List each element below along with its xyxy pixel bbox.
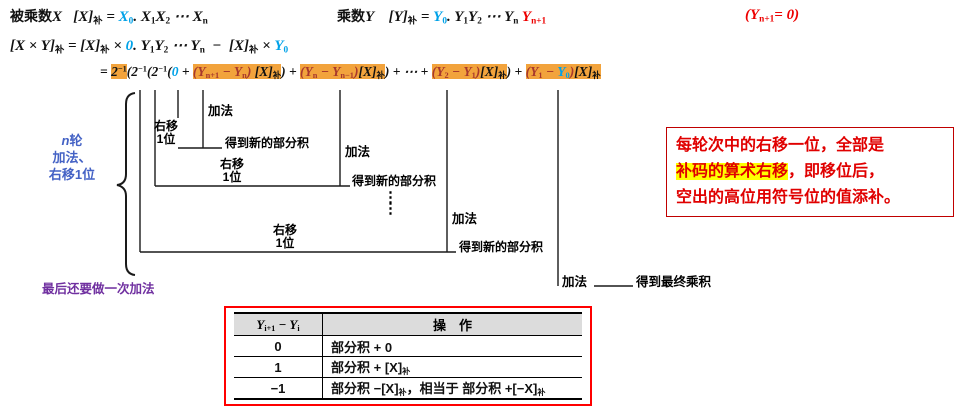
table-header-row: Yi+1 − Yi 操 作 [234,313,582,336]
shift-step-line2: 1位 [275,236,295,250]
shift-step-label-1: 右移 1位 [146,120,186,146]
formula-segment: (Yn+1= 0) [745,7,800,25]
formula-segment: [X]补 = [62,9,119,27]
formula-segment: ) + ⋯ + [384,64,432,79]
add-step-label-1: 加法 [208,104,234,118]
operation-cell: 部分积 −[X]补，相当于 部分积 +[−X]补 [322,377,582,399]
formula-segment: 2−1( [151,64,172,79]
shift-step-line2: 1位 [222,170,242,184]
ellipsis-vertical: ⋮ ⋮ [383,189,398,217]
formula-segment: 2−1 [111,64,127,79]
formula-segment: Y [365,9,374,25]
note-line3: 空出的高位用符号位的值添补。 [676,189,901,206]
formula-segment: 乘数 [337,8,365,24]
operation-table: Yi+1 − Yi 操 作 0 部分积 + 0 1 部分积 + [X]补 −1 … [234,312,582,400]
final-add-note: 最后还要做一次加法 [42,282,155,296]
formula-segment: . Y1Y2 ⋯ Yn [446,9,519,27]
formula-segment: Y0 [274,38,289,56]
table-header-condition: Yi+1 − Yi [234,313,323,336]
formula-segment: [X]补 [254,64,282,81]
formula-segment: (Yn+1 − Yn) [192,64,255,81]
formula-condition: (Yn+1= 0) [745,6,799,24]
partial-product-label-3: 得到新的部分积 [459,240,544,254]
formula-segment: 0 [125,38,134,54]
partial-product-label-2: 得到新的部分积 [352,174,437,188]
arithmetic-shift-note-box: 每轮次中的右移一位，全部是 补码的算术右移，即移位后， 空出的高位用符号位的值添… [666,127,954,217]
formula-segment: [X]补 [358,64,385,81]
rounds-label: n轮 加法、 右移1位 [28,132,116,183]
rounds-label-line2: 加法、 [52,150,92,165]
add-step-label-2: 加法 [345,145,371,159]
rounds-label-line1: n轮 [61,133,83,148]
partial-product-label-1: 得到新的部分积 [225,136,310,150]
formula-segment: ) + [281,64,301,79]
shift-step-label-3: 右移 1位 [265,224,305,250]
shift-step-line2: 1位 [156,132,176,146]
rounds-label-line3: 右移1位 [48,167,96,182]
condition-cell: 0 [234,335,323,357]
formula-segment: ) [569,64,575,79]
note-highlighted-term: 补码的算术右移 [676,163,789,180]
add-step-label-3: 加法 [452,212,478,226]
table-row: 1 部分积 + [X]补 [234,356,582,378]
shift-step-line1: 右移 [153,119,178,133]
operation-cell: 部分积 + 0 [331,339,393,355]
formula-segment: Y0 [557,64,570,81]
formula-segment: . Y1Y2 ⋯ Yn − [X]补 × [133,38,275,56]
formula-multiplicand: 被乘数X [X]补 = X0. X1X2 ⋯ Xn [10,6,208,26]
formula-segment: (Y2 − Y1) [431,64,481,81]
formula-segment: X0 [118,9,134,27]
condition-cell: 1 [234,356,323,378]
table-row: 0 部分积 + 0 [234,335,582,357]
formula-segment: [X]补 [574,64,601,81]
formula-segment: Y0 [433,9,447,27]
condition-cell: −1 [234,377,323,399]
note-line2-rest: ，即移位后， [788,163,885,180]
table-row: −1 部分积 −[X]补，相当于 部分积 +[−X]补 [234,377,582,399]
note-line1: 每轮次中的右移一位，全部是 [676,137,885,154]
add-step-label-final: 加法 [562,275,588,289]
formula-multiplier: 乘数Y [Y]补 = Y0. Y1Y2 ⋯ Yn Yn+1 [337,6,546,26]
formula-segment: [X × Y]补 = [X]补 × [10,38,126,56]
rounds-brace [116,92,136,276]
final-product-label: 得到最终乘积 [636,275,712,289]
formula-segment: + [178,64,193,79]
formula-segment: ) + [506,64,526,79]
shift-step-label-2: 右移 1位 [212,158,252,184]
formula-expansion: [X × Y]补 = [X]补 × 0. Y1Y2 ⋯ Yn − [X]补 × … [10,36,288,55]
formula-segment: 被乘数 [10,8,52,24]
shift-step-line1: 右移 [272,223,297,237]
table-header-operation: 操 作 [322,313,582,336]
formula-segment: 2−1( [131,64,152,79]
formula-segment: ( [126,64,132,79]
formula-segment: . X1X2 ⋯ Xn [133,9,208,27]
operation-table-frame: Yi+1 − Yi 操 作 0 部分积 + 0 1 部分积 + [X]补 −1 … [224,306,592,406]
formula-segment: = [100,64,112,79]
shift-step-line1: 右移 [219,157,244,171]
formula-segment: [X]补 [480,64,507,81]
formula-segment: [Y]补 = [373,9,434,27]
operation-cell: 部分积 + [X]补 [322,356,582,378]
formula-segment: X [52,9,63,25]
formula-recursion: = 2−1(2−1(2−1(0 + (Yn+1 − Yn) [X]补) + (Y… [100,64,601,81]
formula-segment: 0 [171,64,179,79]
formula-segment: (Yn − Yn−1) [300,64,359,81]
formula-segment: Yn+1 [521,9,547,27]
formula-segment: (Y1 − [525,64,558,81]
